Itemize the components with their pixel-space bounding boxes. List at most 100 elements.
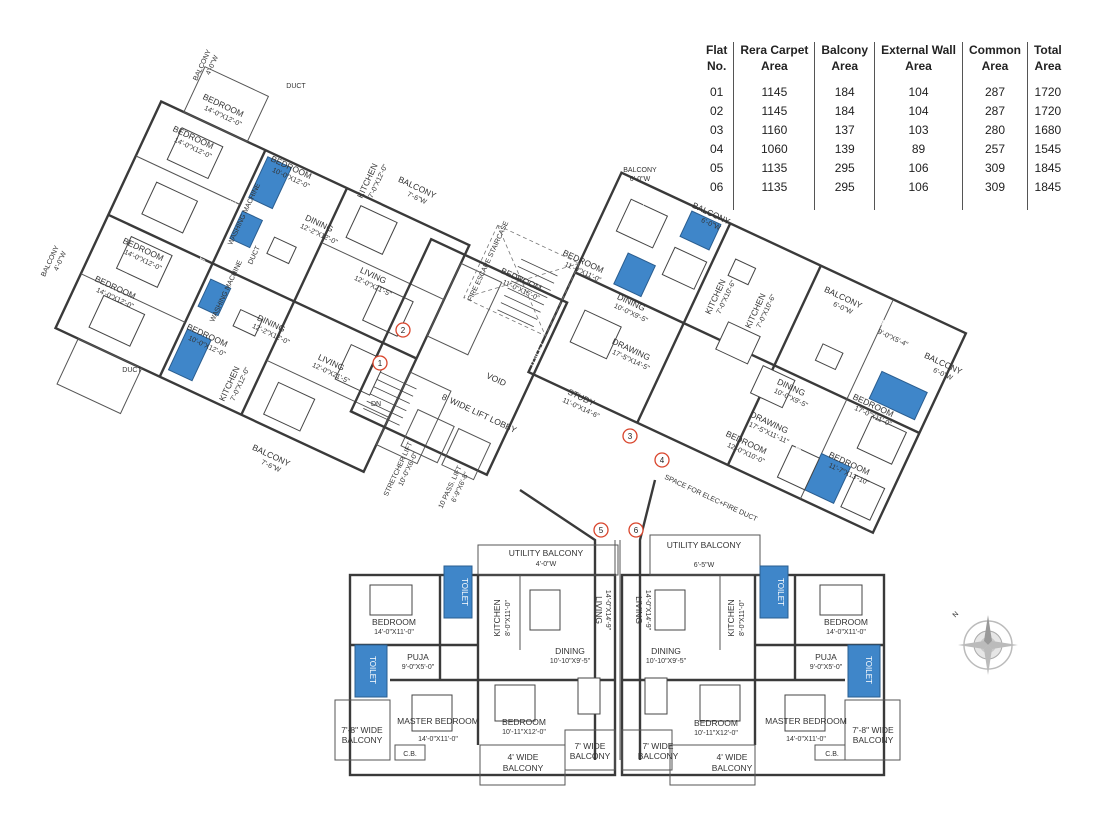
utility-balcony-left bbox=[477, 544, 619, 576]
table-cell: 1145 bbox=[733, 101, 815, 120]
flat-marker-2: 2 bbox=[395, 322, 411, 338]
toilet-block bbox=[759, 565, 789, 619]
room-size: BALCONY bbox=[638, 751, 679, 761]
table-cell: 106 bbox=[874, 177, 963, 196]
left-wing bbox=[53, 66, 503, 474]
duct-label: DUCT bbox=[122, 367, 142, 374]
bed-icon bbox=[776, 444, 821, 491]
right-balcony-7 bbox=[621, 729, 673, 771]
table-cell: 05 bbox=[709, 160, 724, 175]
svg-text:2: 2 bbox=[401, 326, 406, 335]
elec-duct-label: SPACE FOR ELEC+FIRE DUCT bbox=[663, 474, 759, 524]
cb-box-left bbox=[394, 744, 426, 761]
dn-label: DN bbox=[371, 401, 381, 408]
bed-icon bbox=[569, 309, 622, 360]
stretcher-lift bbox=[400, 408, 455, 464]
room-name: 7' WIDE bbox=[575, 741, 606, 751]
room-size: 14'-0"X11'-0" bbox=[374, 629, 414, 636]
room-size: BALCONY bbox=[570, 751, 611, 761]
svg-text:4: 4 bbox=[660, 456, 665, 465]
table-cell: 1845 bbox=[1026, 177, 1068, 196]
table-cell: 257 bbox=[961, 139, 1028, 158]
room-size: BALCONY bbox=[503, 763, 544, 773]
bed-icon bbox=[88, 294, 146, 347]
table-cell: 103 bbox=[874, 120, 963, 139]
room-name: 4' WIDE bbox=[508, 752, 539, 762]
table-cell: 1680 bbox=[1026, 120, 1068, 139]
room-size: 6'-5"W bbox=[694, 562, 715, 569]
toilet-label: TOILET bbox=[528, 340, 548, 369]
room-size: 14'-0"X11'-0" bbox=[826, 629, 866, 636]
room-size: 14'-0"X11'-0" bbox=[418, 736, 458, 743]
table-cell: 104 bbox=[874, 82, 963, 101]
toilet-block bbox=[868, 370, 928, 421]
dining-table-icon bbox=[814, 343, 844, 371]
bed-icon bbox=[840, 474, 886, 521]
dining-table-icon bbox=[727, 258, 757, 286]
toilet-label: TOILET bbox=[776, 578, 785, 606]
room-name: UTILITY BALCONY bbox=[509, 548, 584, 558]
room-size: 9'-0"X5'-0" bbox=[810, 664, 843, 671]
table-cell: 295 bbox=[814, 177, 875, 196]
toilet-block bbox=[229, 210, 264, 249]
compass-north-label: N bbox=[952, 611, 961, 620]
table-cell: 309 bbox=[961, 158, 1028, 177]
table-cell: 1135 bbox=[733, 177, 815, 196]
table-cell: 137 bbox=[814, 120, 875, 139]
table-cell: 106 bbox=[874, 158, 963, 177]
room-size: 10'-10"X9'-5" bbox=[550, 658, 591, 665]
room-size: 9'-0"X5'-0" bbox=[402, 664, 435, 671]
room-name: MASTER BEDROOM bbox=[397, 716, 479, 726]
room-name: 7'-8" WIDE bbox=[852, 725, 894, 735]
staircase-bottom bbox=[363, 371, 417, 426]
core-outline bbox=[349, 237, 569, 477]
toilet-block bbox=[613, 252, 657, 298]
toilet-label: TOILET bbox=[864, 656, 873, 684]
table-cell: 139 bbox=[814, 139, 875, 158]
room-name: BEDROOM bbox=[502, 717, 546, 727]
left-balcony-7 bbox=[564, 729, 616, 771]
bed-icon bbox=[345, 204, 398, 255]
room-name: UTILITY BALCONY bbox=[667, 540, 742, 550]
bed-icon bbox=[369, 584, 413, 616]
duct-label: DUCT bbox=[286, 83, 306, 90]
left-side-balcony-b bbox=[375, 371, 452, 465]
lift-lobby-label: 8' WIDE LIFT LOBBY bbox=[440, 392, 518, 436]
table-cell: 309 bbox=[961, 177, 1028, 196]
room-name: LIVING bbox=[634, 596, 644, 624]
table-cell: 01 bbox=[709, 84, 724, 99]
room-name: DINING bbox=[651, 646, 681, 656]
passenger-lift bbox=[441, 427, 492, 481]
core bbox=[349, 237, 569, 481]
bed-icon bbox=[856, 415, 908, 465]
left-top-balcony bbox=[183, 66, 270, 143]
flat-marker-1: 1 bbox=[372, 355, 388, 371]
table-cell: 184 bbox=[814, 101, 875, 120]
table-cell: 03 bbox=[709, 122, 724, 137]
toilet-label: TOILET bbox=[368, 656, 377, 684]
room-size: 10'-11"X12'-0" bbox=[502, 729, 546, 736]
toilet-block bbox=[167, 328, 212, 382]
room-size: 14'-0"X11'-0" bbox=[786, 736, 826, 743]
bed-icon bbox=[819, 584, 863, 616]
right-balcony-4 bbox=[669, 744, 756, 786]
table-cell: 02 bbox=[709, 103, 724, 118]
sofa-icon bbox=[654, 589, 686, 631]
toilet-block bbox=[354, 644, 388, 698]
right-wing bbox=[463, 171, 968, 535]
room-name: BALCONY bbox=[623, 167, 657, 174]
bed-icon bbox=[784, 694, 826, 732]
staircase-top bbox=[497, 258, 558, 328]
utility-balcony-right bbox=[649, 534, 761, 576]
bed-icon bbox=[262, 381, 316, 432]
cb-label: C.B. bbox=[825, 751, 839, 758]
bottom-right-flat bbox=[620, 534, 901, 786]
